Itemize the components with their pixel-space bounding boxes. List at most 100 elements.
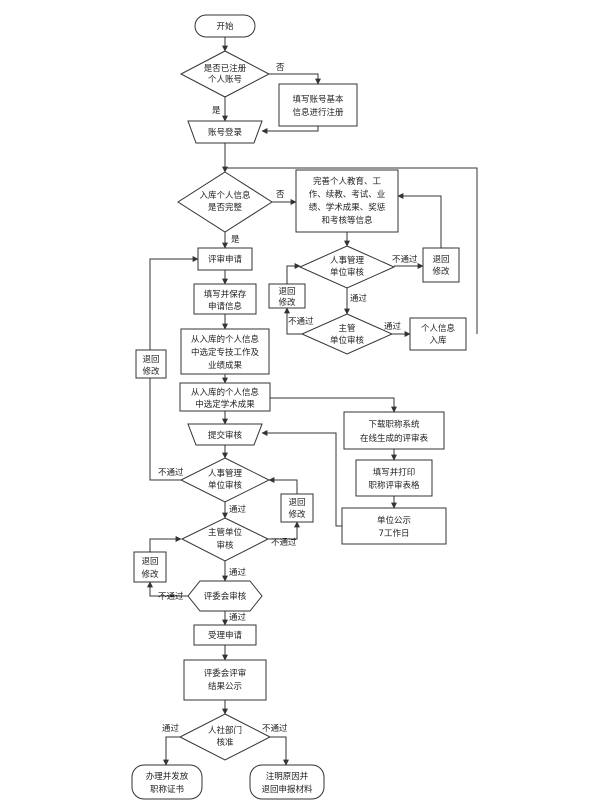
svg-text:修改: 修改 <box>278 297 296 308</box>
result-publicity-box <box>183 659 267 701</box>
apply-box <box>197 247 253 271</box>
svg-text:修改: 修改 <box>141 569 159 580</box>
svg-text:申请信息: 申请信息 <box>208 301 243 312</box>
return-materials-node <box>249 764 325 800</box>
svg-text:单位审核: 单位审核 <box>330 267 365 278</box>
edge-label-fail: 不通过 <box>288 316 314 327</box>
edge-label-yes: 是 <box>231 235 240 245</box>
svg-text:绩、学术成果、奖惩: 绩、学术成果、奖惩 <box>309 202 386 213</box>
svg-text:是否完整: 是否完整 <box>208 202 243 213</box>
edge-label-pass: 通过 <box>350 293 368 304</box>
hr-review-decision-1 <box>298 245 396 289</box>
svg-text:账号登录: 账号登录 <box>208 127 243 138</box>
svg-text:人社部门: 人社部门 <box>208 725 242 736</box>
svg-text:主管: 主管 <box>338 323 355 334</box>
return-edit-box <box>135 349 167 379</box>
committee-review-decision <box>187 580 263 612</box>
svg-text:从入库的个人信息: 从入库的个人信息 <box>191 334 260 345</box>
svg-text:人事管理: 人事管理 <box>330 255 365 266</box>
svg-text:个人账号: 个人账号 <box>208 75 242 85</box>
svg-text:中选定专技工作及: 中选定专技工作及 <box>191 347 260 358</box>
svg-text:退回: 退回 <box>432 254 449 265</box>
svg-text:退回申报材料: 退回申报材料 <box>261 784 313 795</box>
save-apply-box <box>193 283 257 315</box>
svg-text:单位公示: 单位公示 <box>377 515 411 526</box>
info-complete-decision <box>177 171 273 233</box>
svg-text:核准: 核准 <box>216 737 234 748</box>
svg-text:7工作日: 7工作日 <box>379 528 410 539</box>
svg-text:职称证书: 职称证书 <box>150 784 185 795</box>
svg-text:入库: 入库 <box>429 335 447 346</box>
svg-text:下载职称系统: 下载职称系统 <box>368 419 420 430</box>
info-stored-box <box>409 317 467 351</box>
svg-text:人事管理: 人事管理 <box>208 468 243 479</box>
svg-text:在线生成的评审表: 在线生成的评审表 <box>360 433 429 444</box>
registered-decision <box>179 50 271 98</box>
svg-text:完善个人教育、工: 完善个人教育、工 <box>313 176 382 187</box>
return-edit-box <box>280 493 314 523</box>
svg-text:退回: 退回 <box>278 286 295 297</box>
select-academic-box <box>179 382 271 412</box>
submit-node <box>187 423 263 446</box>
svg-text:评委会评审: 评委会评审 <box>204 668 247 679</box>
return-edit-box <box>133 551 167 583</box>
edge-label-yes: 是 <box>212 106 221 116</box>
svg-text:主管单位: 主管单位 <box>208 527 243 538</box>
supervisor-review-decision-1 <box>300 313 394 355</box>
svg-text:评委会审核: 评委会审核 <box>204 591 247 602</box>
svg-text:填写并保存: 填写并保存 <box>204 289 247 300</box>
svg-text:修改: 修改 <box>288 509 306 520</box>
svg-text:入库个人信息: 入库个人信息 <box>199 190 251 201</box>
edge-label-fail: 不通过 <box>271 537 297 548</box>
edge-label-fail: 不通过 <box>262 723 288 734</box>
svg-text:和考核等信息: 和考核等信息 <box>321 215 373 226</box>
svg-text:审核: 审核 <box>216 540 234 551</box>
edge-label-pass: 通过 <box>162 723 180 734</box>
svg-text:注明原因并: 注明原因并 <box>266 771 309 782</box>
unit-publicity-box <box>341 507 447 545</box>
svg-text:单位审核: 单位审核 <box>208 480 243 491</box>
svg-text:填写并打印: 填写并打印 <box>373 467 416 478</box>
svg-text:受理申请: 受理申请 <box>208 630 243 641</box>
svg-text:结果公示: 结果公示 <box>208 681 242 692</box>
svg-text:业绩成果: 业绩成果 <box>208 360 243 371</box>
edge-label-pass: 通过 <box>229 612 247 623</box>
start-node <box>194 14 256 38</box>
print-form-box <box>355 459 433 497</box>
edge-label-pass: 通过 <box>384 321 402 332</box>
download-form-box <box>343 411 445 450</box>
svg-text:中选定学术成果: 中选定学术成果 <box>195 399 255 410</box>
edge-label-fail: 不通过 <box>392 254 418 265</box>
svg-text:从入库的个人信息: 从入库的个人信息 <box>191 387 260 398</box>
svg-text:修改: 修改 <box>142 366 160 377</box>
supervisor-review-decision-2 <box>180 517 270 562</box>
complete-info-box <box>295 169 399 233</box>
svg-text:填写账号基本: 填写账号基本 <box>292 94 344 105</box>
svg-text:退回: 退回 <box>141 556 158 567</box>
fill-register-box <box>278 83 358 127</box>
edge-label-pass: 通过 <box>229 567 247 578</box>
svg-text:单位审核: 单位审核 <box>330 335 365 346</box>
svg-text:提交审核: 提交审核 <box>208 430 243 441</box>
hr-review-decision-2 <box>179 457 271 503</box>
svg-text:评审申请: 评审申请 <box>208 254 243 265</box>
start-node-label: 开始 <box>216 21 234 32</box>
select-work-box <box>180 328 270 375</box>
svg-text:修改: 修改 <box>432 266 450 277</box>
svg-text:是否已注册: 是否已注册 <box>204 63 247 74</box>
login-node <box>187 120 263 144</box>
edge-labels: 否 是 否 是 不通过 通过 不通过 通过 不通过 通过 不通过 通过 不通过 … <box>158 63 418 734</box>
svg-text:作、续教、考试、业: 作、续教、考试、业 <box>309 189 386 200</box>
issue-certificate-node <box>131 764 203 800</box>
svg-text:信息进行注册: 信息进行注册 <box>292 107 344 118</box>
svg-text:办理并发放: 办理并发放 <box>146 771 189 782</box>
accept-box <box>193 624 257 646</box>
edge-label-fail: 不通过 <box>158 591 184 602</box>
edge-label-no: 否 <box>276 63 285 73</box>
svg-text:个人信息: 个人信息 <box>421 323 456 334</box>
edge-label-pass: 通过 <box>229 504 247 515</box>
hrss-approval-decision <box>178 713 272 761</box>
svg-text:职称评审表格: 职称评审表格 <box>368 480 420 491</box>
svg-text:退回: 退回 <box>288 497 305 508</box>
